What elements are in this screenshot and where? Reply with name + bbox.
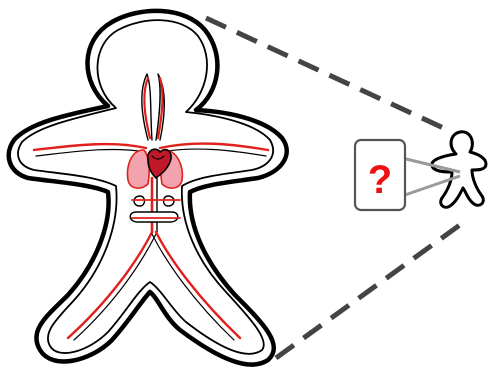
small-body-outline <box>432 132 486 208</box>
body-outer-outline <box>9 11 287 365</box>
lung-left <box>128 150 150 188</box>
arm-vessel-left <box>34 144 146 150</box>
kidney-left <box>134 196 145 206</box>
question-mark: ? <box>368 158 392 202</box>
organ-band-lower <box>130 212 178 222</box>
arm-vessel-left-dark <box>36 149 146 156</box>
large-body-outline <box>9 11 287 365</box>
kidney-right <box>164 196 175 206</box>
leg-vessel-left <box>68 232 152 338</box>
zoom-line-bottom <box>276 222 464 358</box>
